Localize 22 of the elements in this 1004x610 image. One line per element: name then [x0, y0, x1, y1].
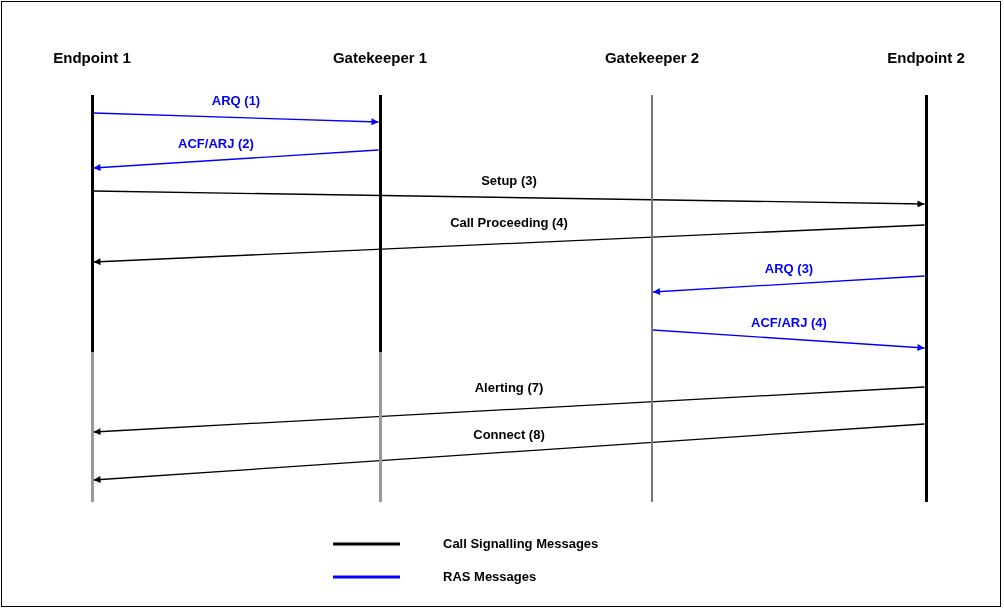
message-label: Alerting (7)	[473, 379, 545, 395]
message-label: ACF/ARJ (4)	[750, 314, 828, 330]
message-arrow	[92, 423, 926, 483]
message-label: ARQ (1)	[210, 92, 262, 108]
message-arrow	[92, 149, 380, 172]
participant-name: Gatekeeper 2	[603, 49, 701, 66]
participant-name: Endpoint 1	[52, 49, 132, 66]
message-arrow	[92, 190, 926, 208]
message-label: Call Proceeding (4)	[449, 214, 569, 230]
message-label: Connect (8)	[472, 426, 546, 442]
legend-label: Call Signalling Messages	[443, 536, 599, 551]
message-arrow	[652, 275, 926, 296]
message-arrow	[92, 386, 926, 436]
message-label: ACF/ARJ (2)	[177, 135, 255, 151]
participant-name: Endpoint 2	[886, 49, 966, 66]
message-arrow	[92, 112, 380, 126]
message-label: Setup (3)	[480, 172, 538, 188]
message-arrow	[92, 224, 926, 266]
message-label: ARQ (3)	[763, 260, 815, 276]
participant-name: Gatekeeper 1	[331, 49, 429, 66]
legend-label: RAS Messages	[443, 569, 537, 584]
message-arrow	[652, 329, 926, 352]
